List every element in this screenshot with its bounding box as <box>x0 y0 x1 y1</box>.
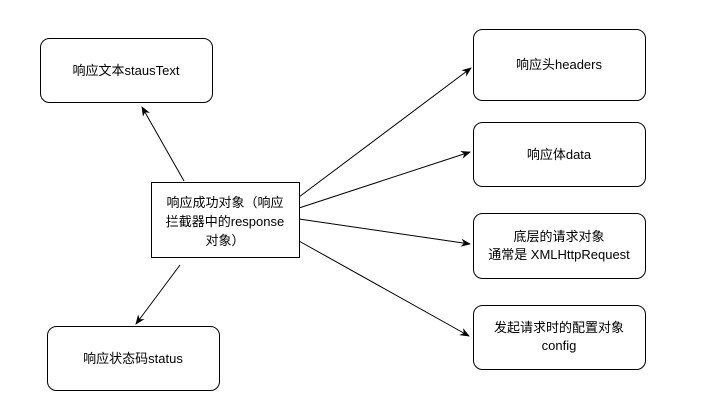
node-response-object[interactable]: 响应成功对象（响应 拦截器中的response 对象） <box>151 182 300 258</box>
node-label: 响应头headers <box>516 57 602 72</box>
node-label: 响应文本stausText <box>73 63 180 78</box>
edge-center-to-config <box>298 240 470 337</box>
node-label-line: 底层的请求对象 <box>513 229 604 244</box>
node-label-line: 对象） <box>205 233 244 248</box>
node-label: 响应状态码status <box>83 351 183 366</box>
node-label-line: 拦截器中的response <box>166 214 284 229</box>
edge-center-to-status-text <box>141 106 185 182</box>
node-label-line: config <box>542 338 577 353</box>
node-request[interactable]: 底层的请求对象 通常是 XMLHttpRequest <box>473 213 646 279</box>
node-label: 响应体data <box>527 147 592 162</box>
edge-center-to-data <box>298 150 471 209</box>
node-status[interactable]: 响应状态码status <box>47 326 220 391</box>
node-label-line: 响应成功对象（响应 <box>166 195 283 210</box>
node-config[interactable]: 发起请求时的配置对象 config <box>473 305 646 370</box>
node-label-line: 发起请求时的配置对象 <box>494 320 624 335</box>
node-headers[interactable]: 响应头headers <box>473 29 646 101</box>
edge-center-to-headers <box>298 67 472 198</box>
node-status-text[interactable]: 响应文本stausText <box>40 38 213 103</box>
node-label-line: 通常是 XMLHttpRequest <box>488 247 630 262</box>
node-data[interactable]: 响应体data <box>473 122 646 187</box>
edge-center-to-request <box>298 218 471 247</box>
edge-center-to-status <box>135 264 181 325</box>
